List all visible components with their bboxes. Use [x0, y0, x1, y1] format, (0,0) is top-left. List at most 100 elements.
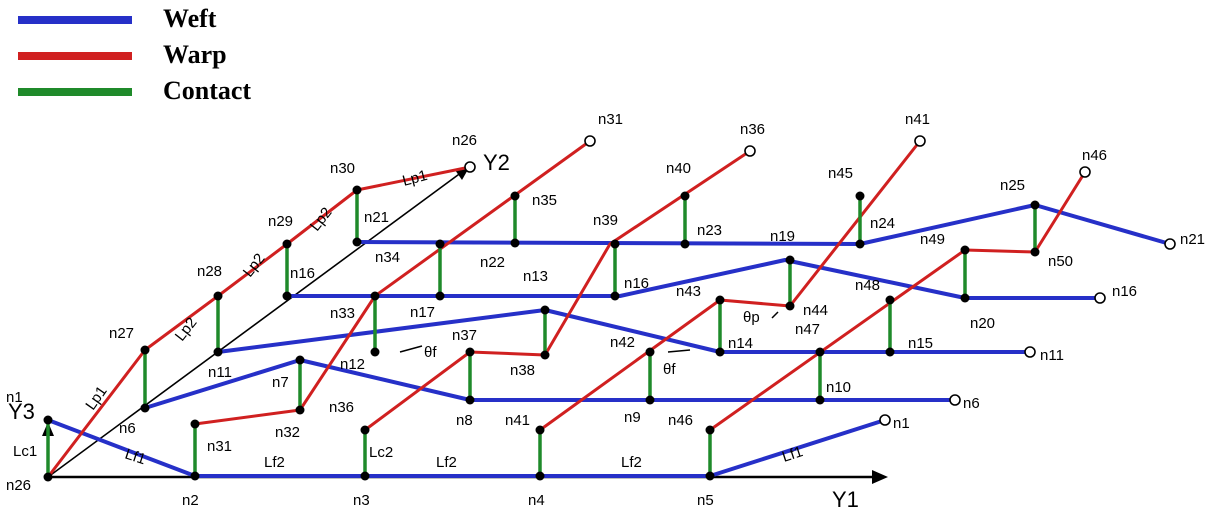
warp-yarn-4: [538, 139, 922, 432]
node-label-n25: n25: [1000, 177, 1025, 194]
open-nodes: [464, 135, 1176, 426]
node-label-n21: n21: [1180, 231, 1205, 248]
node: [535, 471, 545, 481]
node: [465, 347, 475, 357]
node-label-n33: n33: [330, 305, 355, 322]
node-label-n6: n6: [963, 395, 980, 412]
node-label-n22: n22: [480, 254, 505, 271]
node: [715, 347, 725, 357]
y3-axis-label: Y3: [8, 399, 35, 424]
open-node: [949, 394, 961, 406]
lp1-label: Lp1: [82, 383, 110, 413]
lf2-label: Lf2: [264, 454, 285, 471]
node: [295, 405, 305, 415]
lc2-label: Lc2: [369, 444, 393, 461]
node-label-n42: n42: [610, 334, 635, 351]
node-label-n6: n6: [119, 420, 136, 437]
node-label-n1: n1: [893, 415, 910, 432]
legend-contact-label: Contact: [163, 76, 251, 105]
node: [855, 191, 865, 201]
weft-yarn-1: [46, 418, 887, 478]
node: [785, 255, 795, 265]
node: [960, 293, 970, 303]
node: [540, 305, 550, 315]
node: [815, 347, 825, 357]
lc1-label: Lc1: [13, 443, 37, 460]
open-node: [879, 414, 891, 426]
node: [352, 237, 362, 247]
node-label-n16: n16: [290, 265, 315, 282]
lf1-label: Lf1: [780, 443, 805, 466]
node-label-n21: n21: [364, 209, 389, 226]
node: [282, 291, 292, 301]
y1-axis-label: Y1: [832, 487, 859, 512]
legend-weft-label: Weft: [163, 4, 217, 33]
open-node: [914, 135, 926, 147]
node-label-n9: n9: [624, 409, 641, 426]
weft-yarns: [46, 203, 1172, 478]
open-node: [1024, 346, 1036, 358]
y2-axis: [47, 171, 463, 478]
angle-mark: [399, 345, 423, 353]
legend-warp-label: Warp: [163, 40, 227, 69]
node: [465, 395, 475, 405]
node-label-n47: n47: [795, 321, 820, 338]
legend: Weft Warp Contact: [18, 4, 251, 105]
node-label-n17: n17: [410, 304, 435, 321]
node-label-n7: n7: [272, 374, 289, 391]
node: [960, 245, 970, 255]
node: [360, 425, 370, 435]
node-label-n12: n12: [340, 356, 365, 373]
weft-yarn-4: [285, 258, 1102, 300]
node-label-n11: n11: [1040, 347, 1064, 364]
node-label-n16: n16: [1112, 283, 1137, 300]
node: [610, 239, 620, 249]
node-label-n31: n31: [598, 111, 623, 128]
node-label-n35: n35: [532, 192, 557, 209]
node-label-n46: n46: [1082, 147, 1107, 164]
y2-axis-label: Y2: [483, 150, 510, 175]
node-label-n29: n29: [268, 213, 293, 230]
nodes: [43, 185, 1040, 482]
node-labels: n1 n26 n2 n3 n4 n5 n1 n6 n6 n7 n8 n9 n10…: [6, 111, 1205, 509]
node-label-n43: n43: [676, 283, 701, 300]
contact-links: [46, 190, 1037, 477]
node-label-n39: n39: [593, 212, 618, 229]
warp-yarn-1: [46, 165, 472, 479]
node-label-n2: n2: [182, 492, 199, 509]
node: [213, 347, 223, 357]
node: [540, 350, 550, 360]
node-label-n15: n15: [908, 335, 933, 352]
node-label-n38: n38: [510, 362, 535, 379]
node-label-n23: n23: [697, 222, 722, 239]
node-label-n48: n48: [855, 277, 880, 294]
node-label-n13: n13: [523, 268, 548, 285]
lp2-label: Lp2: [172, 314, 201, 344]
node-label-n19: n19: [770, 228, 795, 245]
node: [352, 185, 362, 195]
node: [885, 347, 895, 357]
node: [785, 301, 795, 311]
weft-yarn-5: [355, 203, 1172, 246]
node-label-n4: n4: [528, 492, 545, 509]
node-label-n10: n10: [826, 379, 851, 396]
node: [43, 472, 53, 482]
node-label-n28: n28: [197, 263, 222, 280]
node: [680, 239, 690, 249]
node-label-n44: n44: [803, 302, 828, 319]
node-label-n49: n49: [920, 231, 945, 248]
node-label-n34: n34: [375, 249, 400, 266]
node-label-n41: n41: [905, 111, 930, 128]
weft-yarn-2: [143, 358, 957, 410]
node: [190, 471, 200, 481]
open-node: [744, 145, 756, 157]
lf1-label: Lf1: [123, 446, 148, 469]
theta-f-label: θf: [663, 361, 676, 378]
node: [855, 239, 865, 249]
node: [295, 355, 305, 365]
node-label-n27: n27: [109, 325, 134, 342]
node: [140, 403, 150, 413]
node: [535, 425, 545, 435]
open-node: [584, 135, 596, 147]
